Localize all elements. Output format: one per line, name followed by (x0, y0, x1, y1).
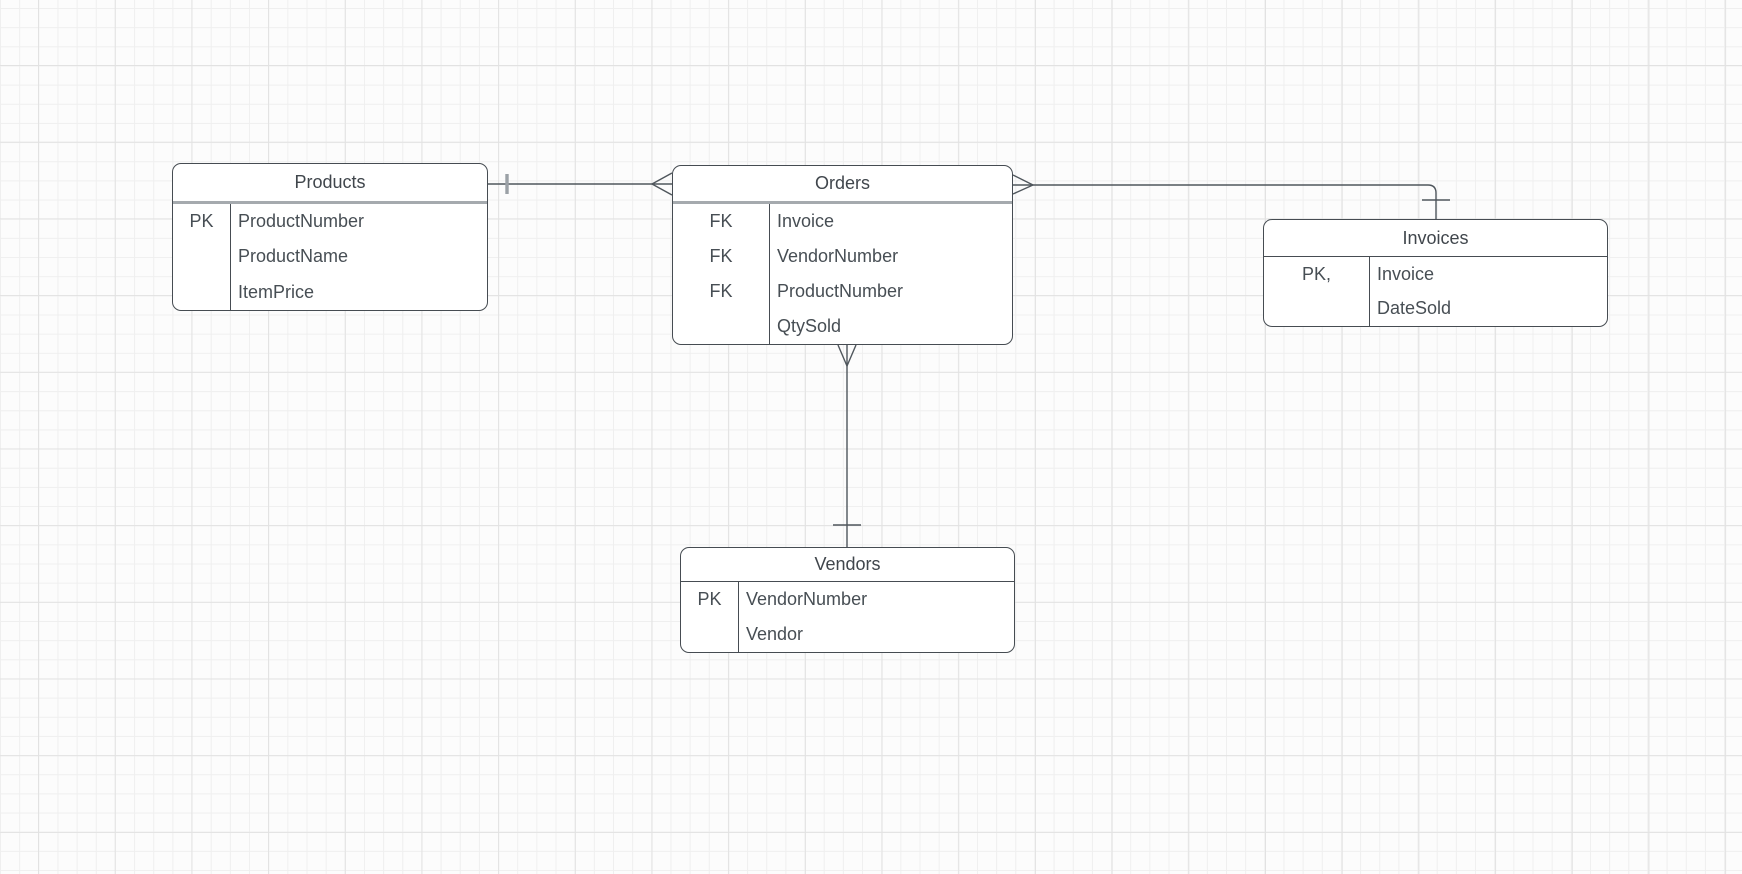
field-cell: ProductNumber (238, 211, 365, 232)
attribute-row[interactable]: FK VendorNumber (673, 239, 1012, 274)
entity-title[interactable]: Vendors (681, 548, 1014, 582)
entity-title[interactable]: Products (173, 164, 487, 204)
field-cell: ProductNumber (777, 281, 904, 301)
key-column-divider (769, 204, 771, 344)
key-cell: PK, (1301, 263, 1331, 284)
attribute-row[interactable]: PK, Invoice (1264, 257, 1607, 292)
attribute-row[interactable]: QtySold (673, 309, 1012, 344)
attribute-row[interactable]: FK Invoice (673, 204, 1012, 239)
field-cell: VendorNumber (777, 246, 899, 266)
attribute-row[interactable]: PK VendorNumber (681, 582, 1014, 617)
attribute-row[interactable]: ItemPrice (173, 275, 487, 310)
field-cell: Invoice (1377, 263, 1435, 284)
crows-foot-many-icon (650, 172, 673, 196)
crows-foot-many-icon (1012, 174, 1035, 195)
key-cell: PK (697, 589, 722, 609)
field-cell: DateSold (1377, 298, 1452, 319)
entity-title[interactable]: Invoices (1264, 220, 1607, 257)
attribute-row[interactable]: PK ProductNumber (173, 204, 487, 239)
key-cell: PK (189, 211, 214, 232)
connector-orders-invoices[interactable] (1012, 174, 1450, 219)
key-column-divider (738, 582, 740, 652)
key-cell: FK (709, 211, 733, 231)
field-cell: Vendor (746, 624, 804, 644)
field-cell: QtySold (777, 316, 842, 336)
attribute-row[interactable]: ProductName (173, 239, 487, 274)
connector-orders-vendors[interactable] (833, 344, 861, 547)
key-cell: FK (709, 281, 733, 301)
key-cell: FK (709, 246, 733, 266)
key-column-divider (230, 204, 232, 310)
key-column-divider (1369, 257, 1371, 326)
connector-line (1013, 184, 1437, 219)
attribute-row[interactable]: DateSold (1264, 292, 1607, 327)
field-cell: ProductName (238, 246, 349, 267)
field-cell: ItemPrice (238, 281, 315, 302)
field-cell: Invoice (777, 211, 835, 231)
crows-foot-many-icon (837, 344, 857, 368)
field-cell: VendorNumber (746, 589, 868, 609)
connector-products-orders[interactable] (488, 172, 673, 196)
attribute-row[interactable]: Vendor (681, 617, 1014, 652)
attribute-row[interactable]: FK ProductNumber (673, 274, 1012, 309)
entity-title[interactable]: Orders (673, 166, 1012, 204)
